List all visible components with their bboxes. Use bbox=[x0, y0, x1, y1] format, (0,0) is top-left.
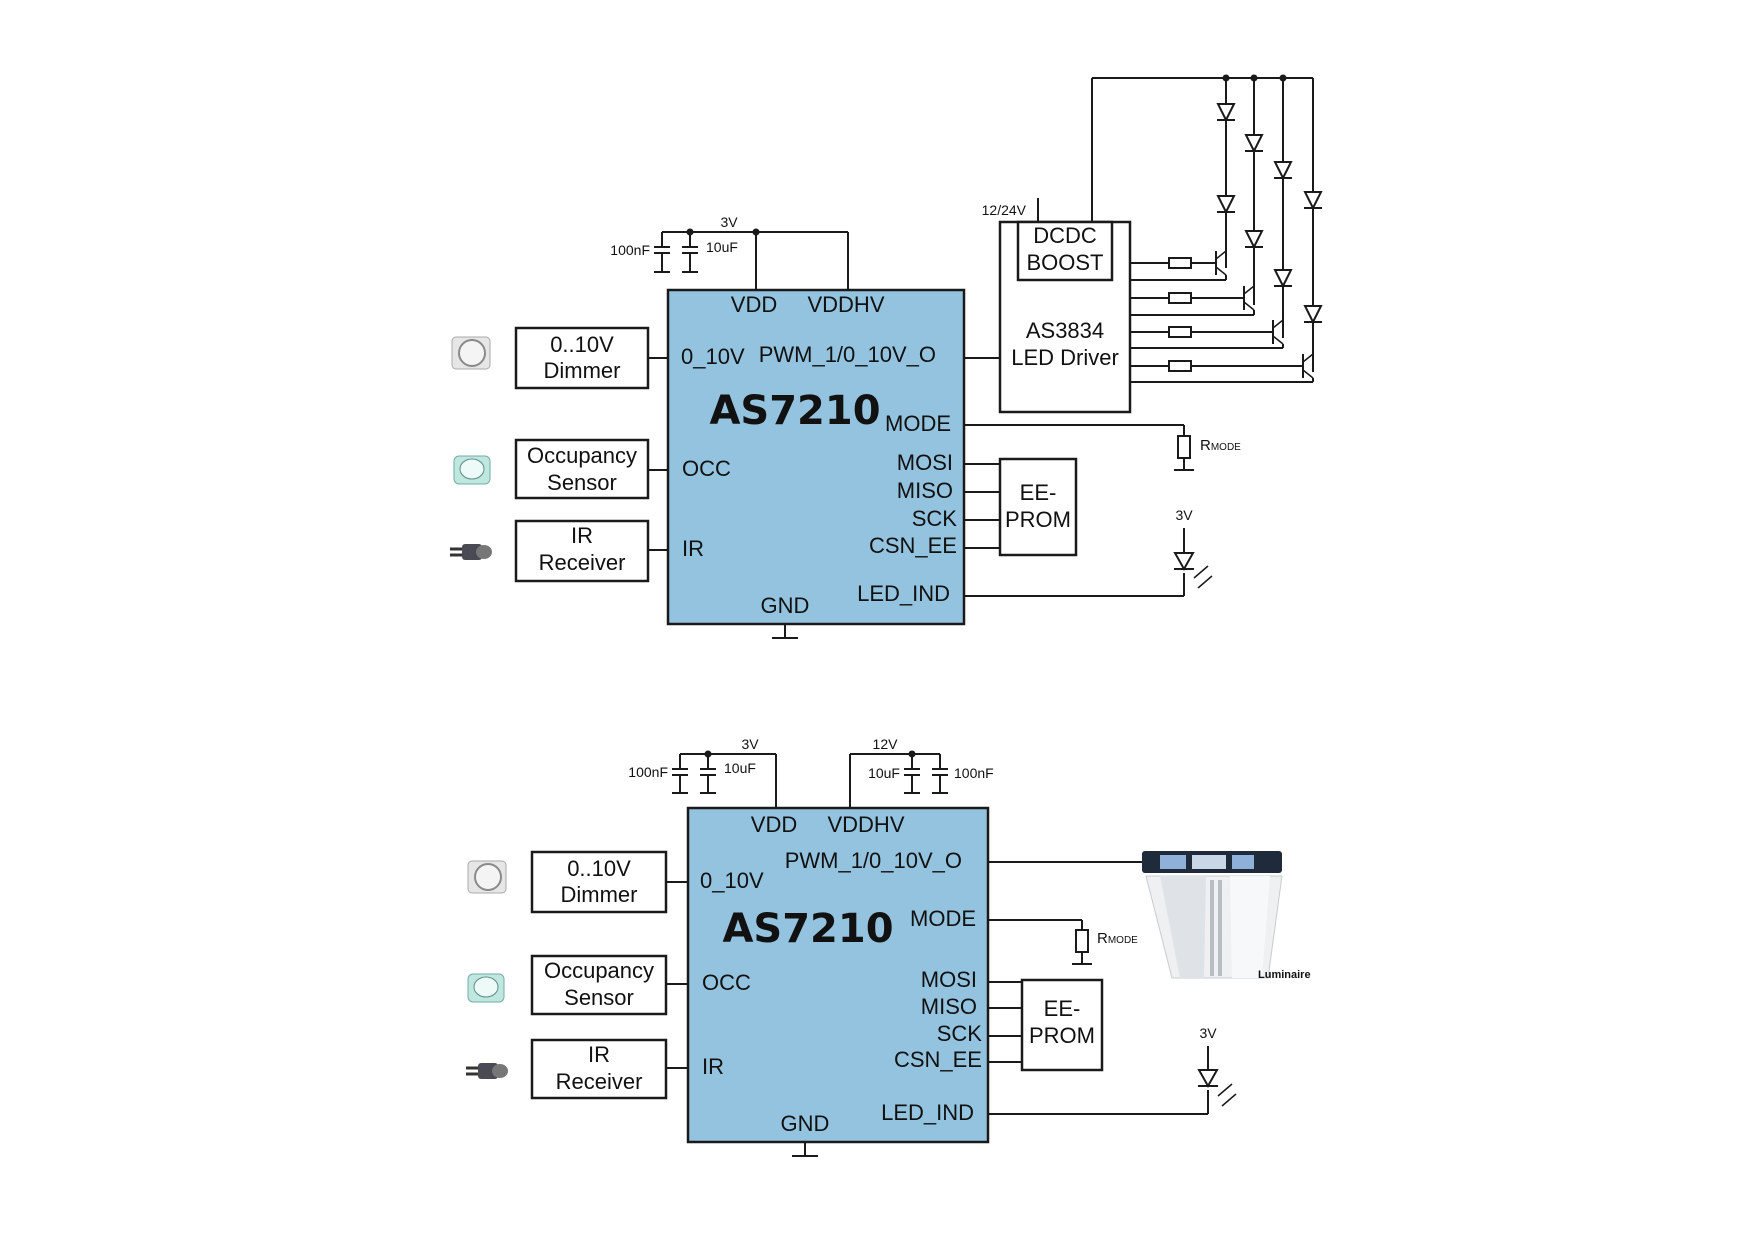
top-boost-label-2: BOOST bbox=[1026, 250, 1103, 275]
bottom-occupancy-box bbox=[530, 954, 668, 1016]
bottom-pin-csn-ee: CSN_EE bbox=[894, 1047, 982, 1072]
top-pin-led-ind: LED_IND bbox=[857, 581, 950, 606]
bottom-cap-100nf-right-label: 100nF bbox=[954, 765, 994, 781]
top-dimmer-label-2: Dimmer bbox=[544, 358, 621, 383]
bottom-as7210-chip bbox=[686, 806, 990, 1144]
top-pin-pwm: PWM_1/0_10V_O bbox=[759, 342, 936, 367]
top-occupancy-box bbox=[514, 438, 650, 500]
occupancy-sensor-icon bbox=[467, 973, 505, 1003]
top-pin-sck: SCK bbox=[912, 506, 958, 531]
top-driver-label-1: AS3834 bbox=[1026, 318, 1104, 343]
top-supply-label: 3V bbox=[720, 214, 738, 230]
luminaire-image bbox=[1142, 851, 1283, 979]
bottom-cap-100nf-left-label: 100nF bbox=[628, 764, 668, 780]
bottom-pin-led-ind: LED_IND bbox=[881, 1100, 974, 1125]
top-eeprom-box bbox=[998, 457, 1078, 557]
bottom-pin-miso: MISO bbox=[921, 994, 977, 1019]
top-as7210-chip bbox=[666, 288, 966, 626]
bottom-ir-label-2: Receiver bbox=[556, 1069, 643, 1094]
top-boost-box bbox=[1016, 220, 1114, 282]
bottom-pin-pwm: PWM_1/0_10V_O bbox=[785, 848, 962, 873]
top-diagram: 3V 100nF 10uF AS7210 VDD VDDHV 0_10V PWM… bbox=[450, 74, 1323, 639]
bottom-pin-sck: SCK bbox=[937, 1021, 983, 1046]
top-eeprom-label-1: EE- bbox=[1020, 480, 1057, 505]
top-pin-occ: OCC bbox=[682, 456, 731, 481]
top-ir-label-2: Receiver bbox=[539, 550, 626, 575]
bottom-diagram: 3V 100nF 10uF 12V 10uF 100nF AS7210 VDD … bbox=[466, 736, 1311, 1157]
top-driver-supply-label: 12/24V bbox=[982, 202, 1027, 218]
top-led-supply-label: 3V bbox=[1175, 507, 1193, 523]
bottom-12v-label: 12V bbox=[873, 736, 899, 752]
top-pin-gnd: GND bbox=[761, 593, 810, 618]
top-eeprom-label-2: PROM bbox=[1005, 507, 1071, 532]
top-occupancy-label-1: Occupancy bbox=[527, 443, 637, 468]
top-driver-label-2: LED Driver bbox=[1011, 345, 1119, 370]
top-cap-10uf-label: 10uF bbox=[706, 239, 738, 255]
bottom-cap-10uf-left-label: 10uF bbox=[724, 760, 756, 776]
bottom-3v-label: 3V bbox=[741, 736, 759, 752]
bottom-pin-ir: IR bbox=[702, 1054, 724, 1079]
top-pin-mode: MODE bbox=[885, 411, 951, 436]
bottom-pin-mosi: MOSI bbox=[921, 967, 977, 992]
ir-receiver-icon bbox=[466, 1063, 508, 1079]
top-ir-label-1: IR bbox=[571, 523, 593, 548]
ir-receiver-icon bbox=[450, 544, 492, 560]
bottom-dimmer-label-2: Dimmer bbox=[561, 882, 638, 907]
luminaire-label: Luminaire bbox=[1258, 969, 1311, 981]
bottom-dimmer-box bbox=[530, 850, 668, 914]
dimmer-knob-icon bbox=[451, 336, 491, 370]
bottom-occupancy-label-2: Sensor bbox=[564, 985, 634, 1010]
bottom-dimmer-label-1: 0..10V bbox=[567, 856, 631, 881]
top-pin-ir: IR bbox=[682, 536, 704, 561]
top-occupancy-label-2: Sensor bbox=[547, 470, 617, 495]
bottom-pin-0-10v: 0_10V bbox=[700, 868, 764, 893]
bottom-eeprom-label-2: PROM bbox=[1029, 1023, 1095, 1048]
top-cap-100nf-label: 100nF bbox=[610, 242, 650, 258]
bottom-ir-box bbox=[530, 1038, 668, 1100]
top-pin-miso: MISO bbox=[897, 478, 953, 503]
bottom-ir-label-1: IR bbox=[588, 1042, 610, 1067]
top-dimmer-label-1: 0..10V bbox=[550, 332, 614, 357]
top-pin-vdd: VDD bbox=[731, 292, 777, 317]
top-pin-vddhv: VDDHV bbox=[807, 292, 884, 317]
bottom-pin-gnd: GND bbox=[781, 1111, 830, 1136]
bottom-pin-vddhv: VDDHV bbox=[827, 812, 904, 837]
bottom-pin-vdd: VDD bbox=[751, 812, 797, 837]
bottom-chip-name: AS7210 bbox=[722, 906, 893, 952]
top-rmode-label: RMODE bbox=[1200, 437, 1241, 454]
bottom-pin-mode: MODE bbox=[910, 906, 976, 931]
bottom-eeprom-box bbox=[1020, 978, 1104, 1072]
top-pin-mosi: MOSI bbox=[897, 450, 953, 475]
bottom-pin-occ: OCC bbox=[702, 970, 751, 995]
bottom-eeprom-label-1: EE- bbox=[1044, 996, 1081, 1021]
bottom-led-supply-label: 3V bbox=[1199, 1025, 1217, 1041]
top-pin-0-10v: 0_10V bbox=[681, 344, 745, 369]
top-ir-box bbox=[514, 519, 650, 583]
top-boost-label-1: DCDC bbox=[1033, 223, 1097, 248]
top-dimmer-box bbox=[514, 326, 650, 390]
bottom-cap-10uf-right-label: 10uF bbox=[868, 765, 900, 781]
top-pin-csn-ee: CSN_EE bbox=[869, 533, 957, 558]
bottom-rmode-label: RMODE bbox=[1097, 930, 1138, 947]
occupancy-sensor-icon bbox=[453, 455, 491, 485]
bottom-occupancy-label-1: Occupancy bbox=[544, 958, 654, 983]
dimmer-knob-icon bbox=[467, 860, 507, 894]
top-chip-name: AS7210 bbox=[709, 388, 880, 434]
